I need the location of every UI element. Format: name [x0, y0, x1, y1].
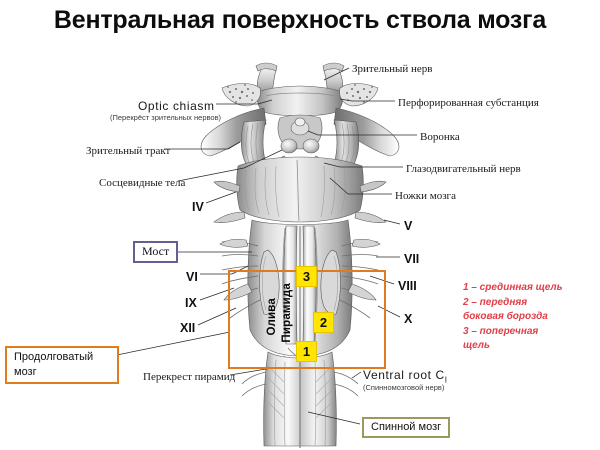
page-title: Вентральная поверхность ствола мозга: [53, 6, 547, 34]
perforated-substance-text: Перфорированная субстанция: [398, 97, 539, 109]
mammillary-bodies-text: Сосцевидные тела: [99, 177, 186, 189]
cerebral-peduncles-text: Ножки мозга: [395, 190, 456, 202]
marker-3[interactable]: 3: [296, 266, 317, 287]
olive-label: Олива: [266, 298, 278, 336]
legend-line: щель: [463, 340, 490, 351]
cn-viii-numeral: VIII: [398, 279, 417, 293]
legend-line: 2 – передняя: [463, 296, 528, 308]
perforated-substance-label: Перфорированная субстанция: [398, 97, 539, 110]
marker-1[interactable]: 1: [296, 341, 317, 362]
pons-box[interactable]: Мост: [133, 241, 179, 263]
optic-chiasm-label: Optic chiasm: [138, 99, 215, 114]
ventral-root-c1-text: Ventral root C: [363, 368, 445, 382]
optic-nerve-label: Зрительный нерв: [352, 63, 432, 76]
cn-xii-numeral: XII: [180, 321, 196, 335]
infundibulum-label: Воронка: [420, 131, 460, 144]
ventral-root-subscript: I: [444, 375, 448, 385]
cn-vii-numeral: VII: [404, 252, 420, 266]
mammillary-bodies-label: Сосцевидные тела: [99, 177, 185, 190]
marker-2[interactable]: 2: [313, 312, 334, 333]
legend-line: боковая борозда: [463, 311, 548, 322]
pyramidal-decussation-label: Перекрест пирамид: [143, 371, 235, 384]
medulla-oblongata-box[interactable]: Продолговатый мозг: [5, 346, 119, 384]
spinal-cord-box[interactable]: Спинной мозг: [362, 417, 451, 438]
cn-v-numeral: V: [404, 219, 413, 233]
optic-tract-text: Зрительный тракт: [86, 145, 171, 157]
cn-vi-numeral: VI: [186, 270, 198, 284]
cn-ix-numeral: IX: [185, 296, 197, 310]
legend-line: 1 – срединная щель: [463, 282, 563, 293]
optic-nerve-text: Зрительный нерв: [352, 63, 433, 75]
oculomotor-nerve-text: Глазодвигательный нерв: [406, 163, 521, 175]
pyramidal-decussation-text: Перекрест пирамид: [143, 371, 236, 383]
ventral-root-c1-sublabel: (Спинномозговой нерв): [363, 383, 445, 392]
infundibulum-text: Воронка: [420, 131, 460, 143]
optic-chiasm-sublabel: (Перекрёст зрительных нервов): [110, 113, 222, 122]
cn-iv-numeral: IV: [192, 200, 204, 214]
cn-x-numeral: X: [404, 312, 413, 326]
legend-line: 3 – поперечная: [463, 325, 539, 337]
cerebral-peduncles-label: Ножки мозга: [395, 190, 456, 203]
ventral-root-c1-label: Ventral root CI: [363, 368, 448, 385]
optic-chiasm-text: Optic chiasm: [138, 99, 215, 113]
oculomotor-nerve-label: Глазодвигательный нерв: [406, 163, 521, 176]
sulci-legend: 1 – срединная щель 2 – передняя боковая бо…: [463, 281, 563, 354]
optic-tract-label: Зрительный тракт: [86, 145, 170, 158]
pyramid-label: Пирамида: [281, 283, 293, 343]
